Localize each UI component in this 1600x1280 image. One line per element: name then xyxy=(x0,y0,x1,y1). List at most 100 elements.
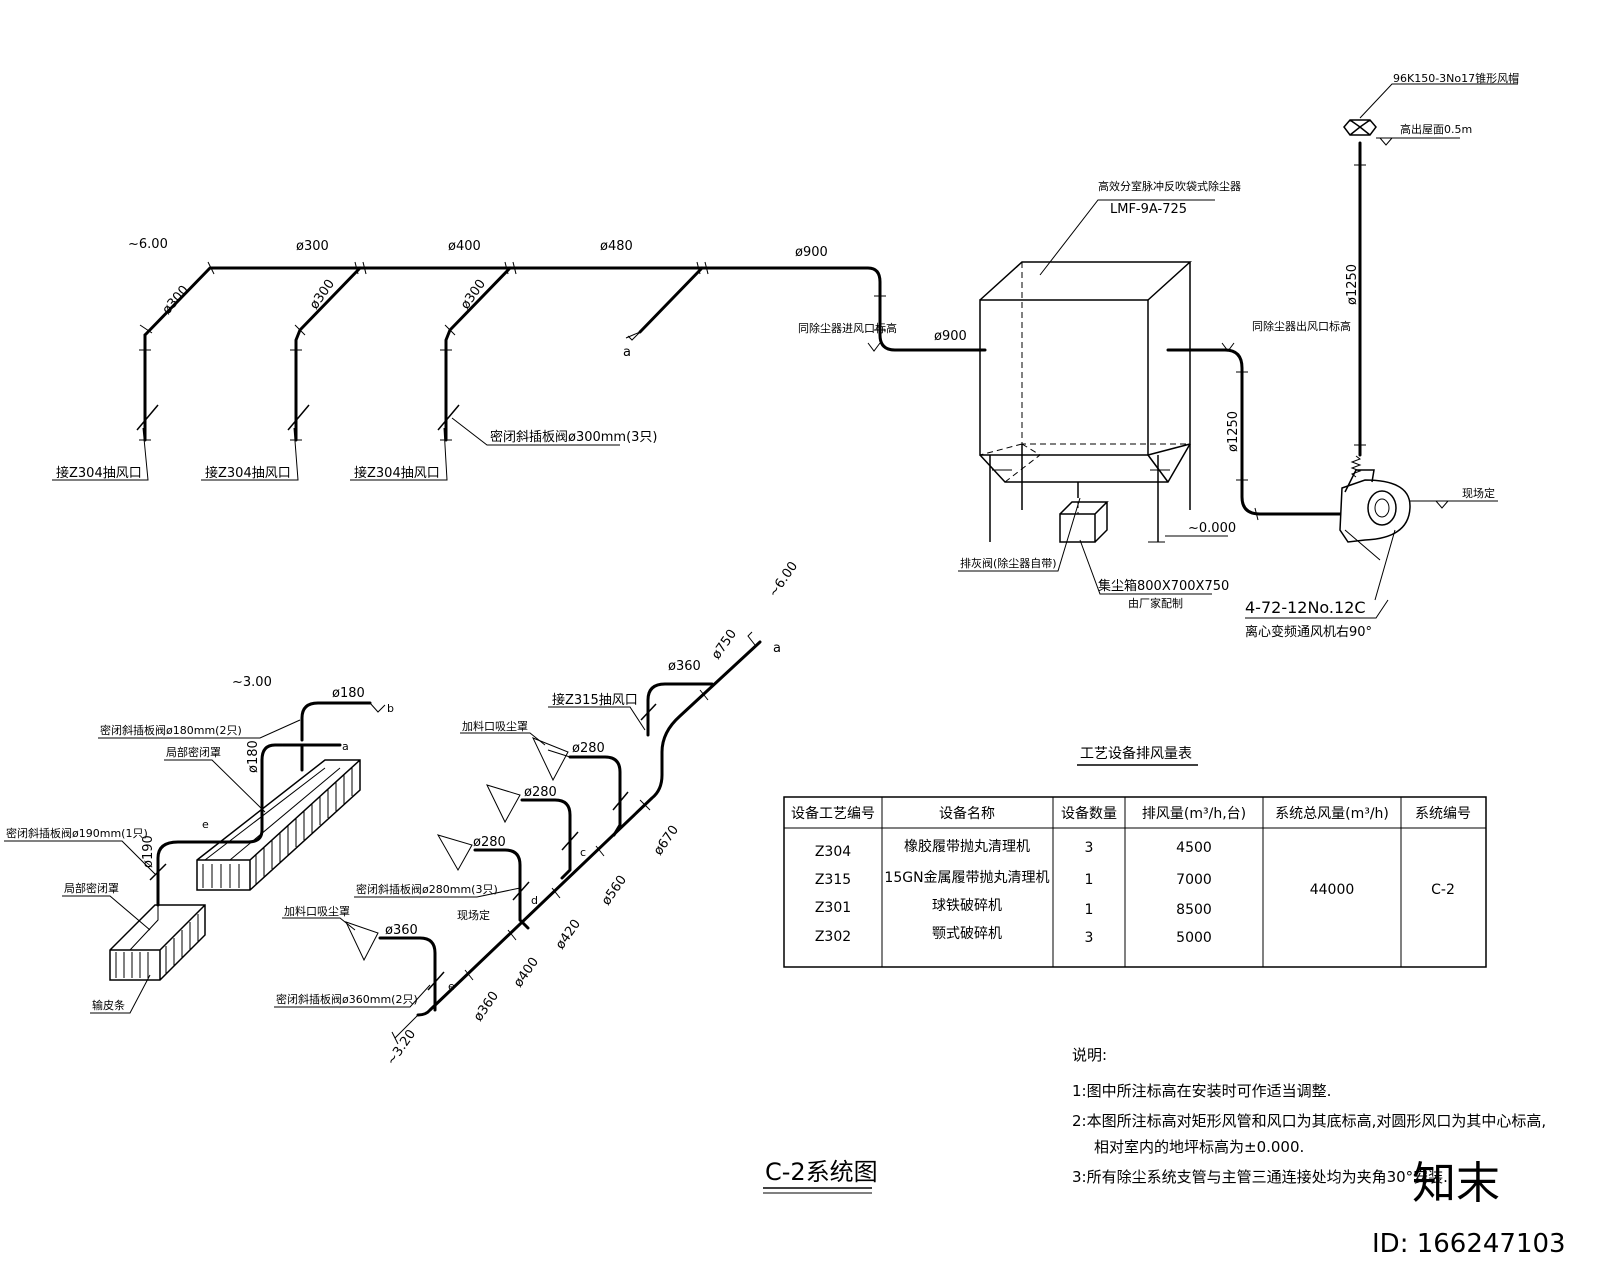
damper-280: 密闭斜插板阀ø280mm(3只) xyxy=(356,882,498,896)
branch-3-duct xyxy=(444,266,512,442)
diagram-title-group: C-2系统图 xyxy=(763,1158,878,1194)
mark-d: d xyxy=(531,894,538,907)
hood-1 xyxy=(531,737,571,782)
notes-heading: 说明: xyxy=(1072,1046,1107,1064)
hood-size-1: ø280 xyxy=(572,741,605,756)
upper-elev-top: ~6.00 xyxy=(128,237,168,252)
branch-2-duct xyxy=(294,266,362,442)
main-size-2: ø400 xyxy=(448,239,481,254)
belt-size-1: ø180 xyxy=(332,686,365,701)
row2-name: 15GN金属履带抛丸清理机 xyxy=(884,870,1049,886)
total-flow: 44000 xyxy=(1310,882,1355,898)
branch-dampers xyxy=(136,404,460,431)
lower-main-duct xyxy=(416,640,762,1017)
watermark-id: ID: 166247103 xyxy=(1372,1229,1566,1259)
belt-size-2: ø180 xyxy=(246,740,261,773)
row3-qty: 1 xyxy=(1085,902,1094,918)
hood-size-2: ø280 xyxy=(524,785,557,800)
row2-qty: 1 xyxy=(1085,872,1094,888)
belt-duct-long xyxy=(156,758,264,907)
row1-flow: 4500 xyxy=(1176,840,1212,856)
row4-qty: 3 xyxy=(1085,930,1094,946)
lower-elev-mid: ~3.00 xyxy=(232,675,272,690)
row2-code: Z315 xyxy=(815,872,851,888)
note-2b: 相对室内的地坪标高为±0.000. xyxy=(1094,1138,1304,1156)
branch-4-end-mark: a xyxy=(623,345,631,360)
ground-elev: ~0.000 xyxy=(1188,521,1236,536)
belt-duct-mid xyxy=(281,743,342,772)
th-qty: 设备数量 xyxy=(1061,805,1117,822)
damper-360: 密闭斜插板阀ø360mm(2只) xyxy=(276,992,418,1006)
belt-size-3: ø190 xyxy=(141,835,156,868)
watermark: 知末 ID: 166247103 xyxy=(1372,1158,1566,1259)
hood-branch-3 xyxy=(473,848,530,930)
z315-size: ø360 xyxy=(668,659,701,674)
enclosure-2 xyxy=(109,904,206,981)
lower-elev-low: ~3.20 xyxy=(384,1027,419,1068)
row3-flow: 8500 xyxy=(1176,902,1212,918)
damper-190: 密闭斜插板阀ø190mm(1只) xyxy=(6,826,148,840)
diagram-title: C-2系统图 xyxy=(765,1158,878,1186)
mark-c: c xyxy=(580,846,586,859)
enclosure-label-2: 局部密闭罩 xyxy=(64,881,119,895)
fan-site-note: 现场定 xyxy=(1462,486,1495,500)
row1-code: Z304 xyxy=(815,844,851,860)
cap-note: 高出屋面0.5m xyxy=(1400,122,1472,136)
row4-code: Z302 xyxy=(815,929,851,945)
fan-name: 离心变频通风机右90° xyxy=(1245,624,1372,640)
hood-label-2: 加料口吸尘罩 xyxy=(284,904,350,918)
damper-180: 密闭斜插板阀ø180mm(2只) xyxy=(100,723,242,737)
branch-size-1: ø300 xyxy=(160,283,193,318)
hood-4 xyxy=(345,921,379,962)
lower-duct-system: a ~6.00 ø750 ø670 ø560 ø420 ø400 ø360 ~3… xyxy=(4,559,801,1068)
row3-name: 球铁破碎机 xyxy=(932,898,1002,914)
mark-e2: e xyxy=(202,818,209,831)
note-2: 2:本图所注标高对矩形风管和风口为其底标高,对圆形风口为其中心标高, xyxy=(1072,1112,1546,1130)
row3-code: Z301 xyxy=(815,900,851,916)
note-1: 1:图中所注标高在安装时可作适当调整. xyxy=(1072,1082,1331,1100)
ash-valve-label: 排灰阀(除尘器自带) xyxy=(960,556,1057,570)
lower-size-6: ø360 xyxy=(471,989,502,1024)
mark-e1: e xyxy=(448,980,455,993)
enclosure-label-1: 局部密闭罩 xyxy=(166,745,221,759)
th-system: 系统编号 xyxy=(1415,806,1471,822)
main-size-4: ø900 xyxy=(795,245,828,260)
lower-site-note: 现场定 xyxy=(457,908,490,922)
upper-duct-system: ~6.00 ø300 ø400 ø480 ø900 ø300 ø300 ø300… xyxy=(52,237,987,481)
hood-3 xyxy=(436,834,473,872)
exhaust-table: 工艺设备排风量表 设备工艺编号 设备名称 设备数量 排风量(m³/h,台) 系统… xyxy=(783,745,1487,968)
th-total: 系统总风量(m³/h) xyxy=(1275,806,1389,822)
cone-cap xyxy=(1343,119,1377,136)
riser-size-lower: ø1250 xyxy=(1226,411,1241,452)
row4-name: 颚式破碎机 xyxy=(932,926,1002,942)
branch-label-2: 接Z304抽风口 xyxy=(205,465,291,481)
inlet-note: 同除尘器进风口标高 xyxy=(798,321,897,335)
riser-size-upper: ø1250 xyxy=(1345,264,1360,305)
lower-elev-top: ~6.00 xyxy=(766,559,801,600)
notes: 说明: 1:图中所注标高在安装时可作适当调整. 2:本图所注标高对矩形风管和风口… xyxy=(1072,1046,1546,1186)
duct-ticks xyxy=(139,261,886,351)
mark-b: b xyxy=(387,702,394,715)
hood-label-1: 加料口吸尘罩 xyxy=(462,719,528,733)
belt-duct-top xyxy=(300,701,372,742)
conveyor-label: 输皮条 xyxy=(92,998,125,1012)
branch-4-duct xyxy=(638,266,704,334)
mark-a: a xyxy=(342,740,349,753)
outlet-duct xyxy=(1166,348,1342,516)
th-code: 设备工艺编号 xyxy=(791,805,875,822)
th-name: 设备名称 xyxy=(939,805,995,822)
note-3: 3:所有除尘系统支管与主管三通连接处均为夹角30°安装. xyxy=(1072,1168,1448,1186)
upper-damper-note: 密闭斜插板阀ø300mm(3只) xyxy=(490,429,658,445)
row4-flow: 5000 xyxy=(1176,930,1212,946)
lower-size-2: ø670 xyxy=(651,823,682,858)
main-size-1: ø300 xyxy=(296,239,329,254)
dust-box-note: 由厂家配制 xyxy=(1128,596,1183,610)
row1-qty: 3 xyxy=(1085,840,1094,856)
z315-branch xyxy=(646,682,714,737)
lower-size-5: ø400 xyxy=(511,955,542,990)
cap-model: 96K150-3No17锥形风帽 xyxy=(1393,72,1519,85)
lower-size-4: ø420 xyxy=(553,917,584,952)
outlet-and-fan: 同除尘器出风口标高 ø1250 96K150-3No17锥形风帽 高出屋面0.5… xyxy=(1166,72,1519,640)
row1-name: 橡胶履带抛丸清理机 xyxy=(904,838,1030,855)
